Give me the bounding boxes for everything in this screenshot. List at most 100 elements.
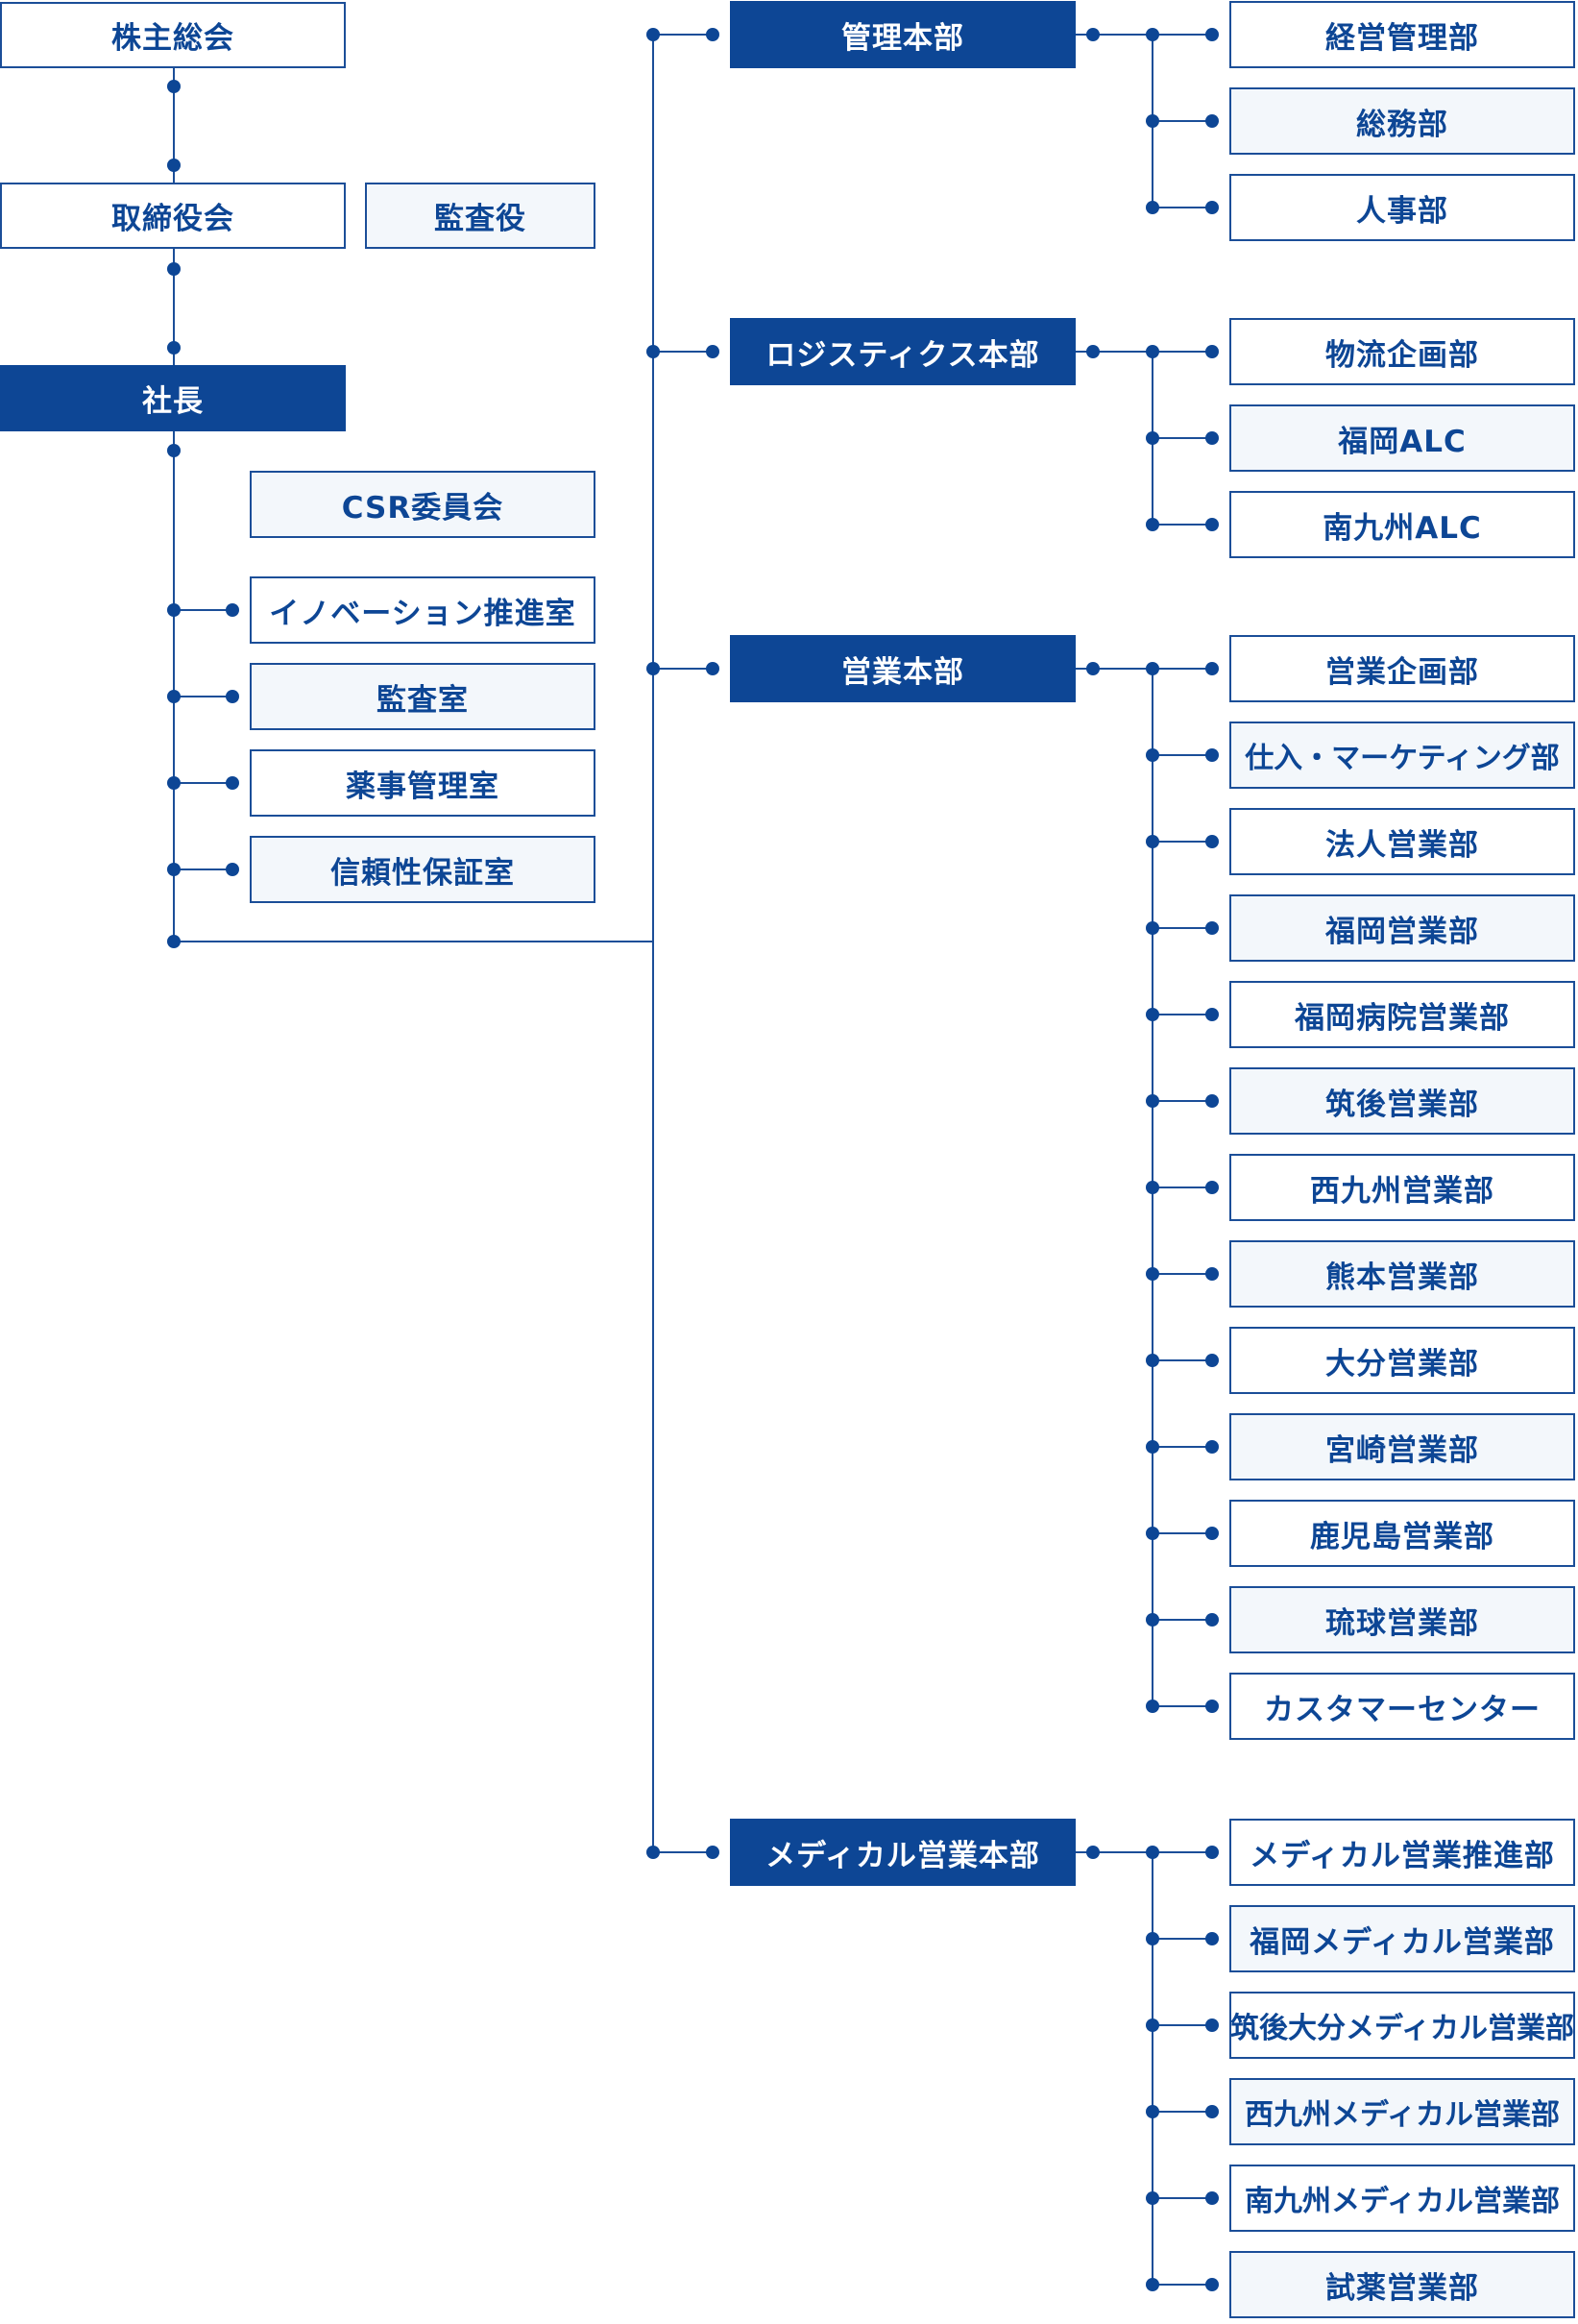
division-admin: 管理本部: [730, 1, 1076, 68]
connector-dot: [1146, 1267, 1159, 1281]
connector-dot: [1205, 518, 1219, 531]
connector-dot: [1205, 345, 1219, 358]
connector-dot: [1146, 2105, 1159, 2118]
connector-dot: [1205, 1440, 1219, 1454]
connector-dot: [1205, 1181, 1219, 1194]
department-box: 南九州ALC: [1229, 491, 1575, 558]
connector-dot: [1205, 1267, 1219, 1281]
connector-dot: [1146, 921, 1159, 935]
connector-dot: [226, 863, 239, 876]
connector-dot: [167, 603, 181, 617]
staff-audit-office: 監査室: [250, 663, 595, 730]
connector-dot: [1146, 835, 1159, 848]
connector-dot: [1205, 1094, 1219, 1108]
connector-dot: [646, 662, 660, 675]
department-box: 福岡ALC: [1229, 404, 1575, 472]
division-medical-sales: メディカル営業本部: [730, 1819, 1076, 1886]
connector-dot: [1205, 835, 1219, 848]
shareholders-box: 株主総会: [0, 2, 346, 68]
department-box: 南九州メディカル営業部: [1229, 2165, 1575, 2232]
department-box: 大分営業部: [1229, 1327, 1575, 1394]
connector-dot: [1146, 2278, 1159, 2291]
connector-dot: [646, 1846, 660, 1859]
department-box: 物流企画部: [1229, 318, 1575, 385]
connector-dot: [646, 345, 660, 358]
department-box: 宮崎営業部: [1229, 1413, 1575, 1480]
connector-dot: [1146, 1700, 1159, 1713]
connector-dot: [1205, 1354, 1219, 1367]
connector-dot: [1205, 662, 1219, 675]
connector-dot: [1146, 431, 1159, 445]
department-box: 福岡営業部: [1229, 894, 1575, 962]
department-box: 営業企画部: [1229, 635, 1575, 702]
staff-csr-committee: CSR委員会: [250, 471, 595, 538]
connector-dot: [167, 80, 181, 93]
department-box: 西九州メディカル営業部: [1229, 2078, 1575, 2145]
department-box: 経営管理部: [1229, 1, 1575, 68]
connector-dot: [226, 603, 239, 617]
connector-dot: [1205, 2191, 1219, 2205]
department-box: メディカル営業推進部: [1229, 1819, 1575, 1886]
department-box: 福岡メディカル営業部: [1229, 1905, 1575, 1972]
connector-dot: [1146, 201, 1159, 214]
connector-dot: [1146, 1527, 1159, 1540]
connector-dot: [1205, 201, 1219, 214]
department-box: 琉球営業部: [1229, 1586, 1575, 1653]
connector-dot: [1205, 114, 1219, 128]
connector-dot: [1205, 2105, 1219, 2118]
connector-dot: [1146, 748, 1159, 762]
department-box: 試薬営業部: [1229, 2251, 1575, 2318]
connector-dot: [167, 690, 181, 703]
connector-dot: [226, 690, 239, 703]
connector-dot: [1146, 1440, 1159, 1454]
connector-dot: [167, 341, 181, 355]
connector-dot: [706, 662, 719, 675]
department-box: 西九州営業部: [1229, 1154, 1575, 1221]
connector-dot: [1205, 1700, 1219, 1713]
connector-dot: [1205, 1932, 1219, 1945]
department-box: 福岡病院営業部: [1229, 981, 1575, 1048]
department-box: 筑後営業部: [1229, 1067, 1575, 1135]
staff-pharma-affairs-office: 薬事管理室: [250, 749, 595, 817]
staff-innovation-office: イノベーション推進室: [250, 576, 595, 644]
connector-dot: [1205, 2278, 1219, 2291]
division-logistics: ロジスティクス本部: [730, 318, 1076, 385]
connector-dot: [1086, 662, 1100, 675]
division-sales: 営業本部: [730, 635, 1076, 702]
connector-dot: [1146, 1354, 1159, 1367]
connector-dot: [1086, 1846, 1100, 1859]
connector-dot: [167, 863, 181, 876]
connector-dot: [167, 262, 181, 276]
connector-dot: [1146, 2018, 1159, 2032]
connector-dot: [1086, 28, 1100, 41]
connector-dot: [1205, 431, 1219, 445]
connector-dot: [167, 935, 181, 948]
connector-dot: [1205, 921, 1219, 935]
connector-dot: [1146, 1932, 1159, 1945]
connector-dot: [1146, 1094, 1159, 1108]
connector-dot: [1205, 28, 1219, 41]
president-box: 社長: [0, 365, 346, 431]
connector-dot: [1146, 1613, 1159, 1627]
department-box: 仕入・マーケティング部: [1229, 722, 1575, 789]
connector-dot: [1146, 2191, 1159, 2205]
department-box: 人事部: [1229, 174, 1575, 241]
auditor-box: 監査役: [365, 183, 595, 249]
connector-dot: [1146, 28, 1159, 41]
connector-dot: [706, 1846, 719, 1859]
connector-dot: [706, 345, 719, 358]
connector-dot: [1205, 1527, 1219, 1540]
connector-dot: [1146, 1846, 1159, 1859]
connector-dot: [167, 444, 181, 457]
connector-dot: [1205, 748, 1219, 762]
connector-dot: [1086, 345, 1100, 358]
connector-dot: [1146, 114, 1159, 128]
connector-dot: [1205, 1008, 1219, 1021]
connector-dot: [1205, 1846, 1219, 1859]
department-box: 熊本営業部: [1229, 1240, 1575, 1308]
department-box: カスタマーセンター: [1229, 1673, 1575, 1740]
connector-dot: [1146, 1008, 1159, 1021]
connector-dot: [706, 28, 719, 41]
